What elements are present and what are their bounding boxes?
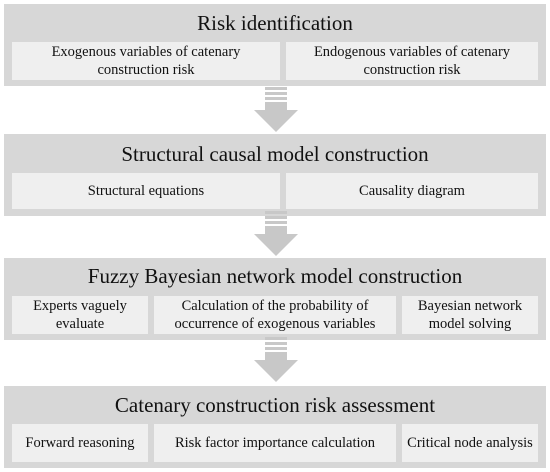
box-endogenous-variables: Endogenous variables of catenary constru…: [286, 42, 538, 80]
stage-title: Structural causal model construction: [121, 142, 429, 166]
stage-title: Risk identification: [197, 11, 353, 35]
stage-structural-causal-model: Structural causal model construction Str…: [4, 134, 546, 216]
box-probability-calculation: Calculation of the probability of occurr…: [154, 296, 396, 334]
down-arrow-icon: [254, 211, 298, 256]
box-forward-reasoning: Forward reasoning: [12, 424, 148, 462]
stage-title: Catenary construction risk assessment: [114, 393, 436, 417]
stage-risk-identification: Risk identification Exogenous variables …: [4, 4, 546, 86]
down-arrow-icon: [254, 87, 298, 132]
box-experts-evaluate: Experts vaguely evaluate: [12, 296, 148, 334]
box-critical-node-analysis: Critical node analysis: [402, 424, 538, 462]
box-bayesian-network-solving: Bayesian network model solving: [402, 296, 538, 334]
box-structural-equations: Structural equations: [12, 173, 280, 209]
down-arrow-icon: [254, 337, 298, 382]
box-exogenous-variables: Exogenous variables of catenary construc…: [12, 42, 280, 80]
stage-fuzzy-bayesian-network: Fuzzy Bayesian network model constructio…: [4, 258, 546, 340]
box-importance-calculation: Risk factor importance calculation: [154, 424, 396, 462]
stage-risk-assessment: Catenary construction risk assessment Fo…: [4, 386, 546, 468]
box-causality-diagram: Causality diagram: [286, 173, 538, 209]
stage-title: Fuzzy Bayesian network model constructio…: [87, 264, 463, 288]
